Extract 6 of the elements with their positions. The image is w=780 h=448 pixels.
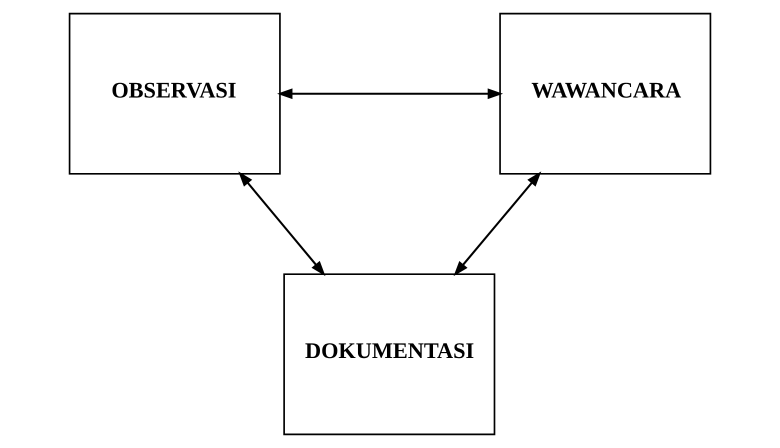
node-box: OBSERVASI bbox=[68, 12, 281, 175]
node-box: WAWANCARA bbox=[499, 12, 712, 175]
arrow bbox=[277, 88, 504, 100]
node-box: DOKUMENTASI bbox=[283, 273, 496, 436]
arrow bbox=[454, 171, 542, 276]
arrow bbox=[238, 171, 326, 276]
